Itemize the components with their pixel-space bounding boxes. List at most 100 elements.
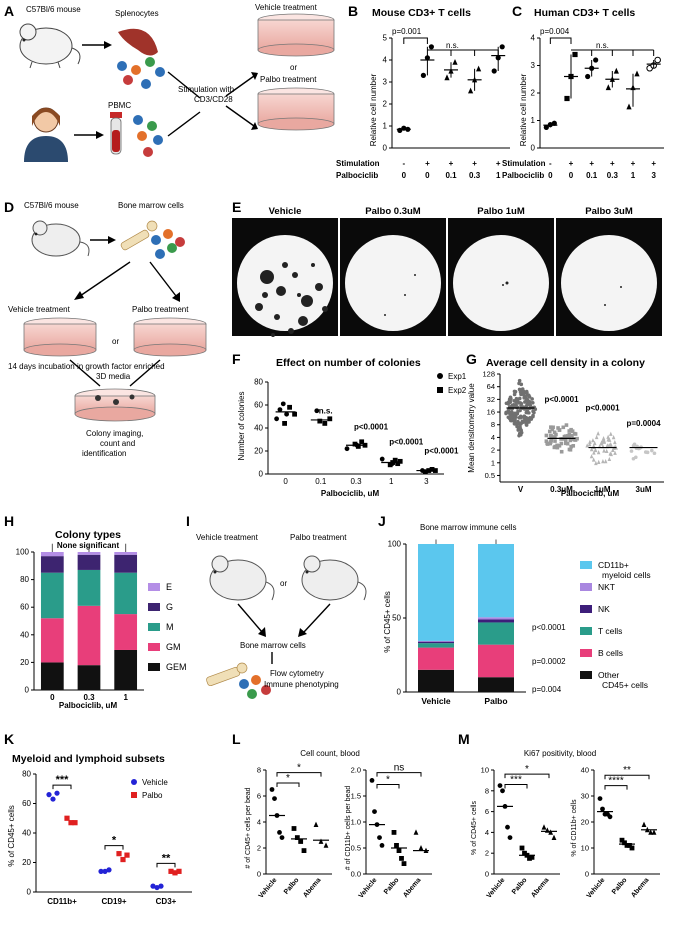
- g-point: [563, 441, 568, 446]
- m2-star-label: ****: [608, 776, 624, 787]
- d-palbo-label: Palbo treatment: [132, 305, 189, 314]
- m2-point: [624, 843, 630, 848]
- d-vehicle-label: Vehicle treatment: [8, 305, 71, 314]
- panel-i: I Vehicle treatment Palbo treatment or B…: [186, 513, 367, 699]
- k-point: [172, 870, 178, 876]
- f-ytick-label: 40: [254, 424, 263, 433]
- well-plate: [561, 235, 657, 331]
- g-point: [596, 431, 600, 436]
- panel-m-ylabel-1: % of CD45+ cells: [471, 801, 478, 855]
- j-ytick-label: 100: [388, 540, 402, 549]
- g-point: [634, 455, 638, 460]
- g-point: [515, 424, 519, 429]
- k-point: [46, 792, 52, 798]
- g-point: [559, 441, 564, 446]
- j-bar-segment: [418, 647, 454, 670]
- g-point: [652, 451, 657, 456]
- m1-bracket: [504, 784, 528, 789]
- g-ytick-label: 8: [491, 420, 495, 429]
- g-point: [544, 433, 549, 438]
- j-bar-segment: [478, 617, 514, 620]
- g-point: [513, 417, 517, 422]
- k-point: [150, 883, 156, 889]
- well-plate: [345, 235, 441, 331]
- b-ytick-label: 0: [383, 144, 388, 153]
- b-stim-value: +: [449, 159, 454, 168]
- well-title: Palbo 3uM: [585, 206, 633, 217]
- b-bracket: [403, 37, 428, 44]
- b-stim-value: +: [496, 159, 501, 168]
- b-ytick-label: 4: [383, 56, 388, 65]
- k-ytick-label: 0: [27, 888, 32, 897]
- g-point: [554, 432, 558, 437]
- b-ytick-label: 5: [383, 34, 388, 43]
- f-point: [327, 416, 333, 422]
- g-point: [514, 398, 519, 403]
- panel-l-ylabel-2: # of CD11b+ cells per bead: [345, 786, 352, 871]
- d-bone-marrow-label: Bone marrow cells: [118, 201, 184, 210]
- l2-point: [396, 848, 402, 853]
- l2-bracket: [376, 772, 422, 777]
- legend-vehicle-marker: [131, 779, 137, 785]
- g-point: [525, 390, 529, 395]
- c-palbo-value: 0: [569, 171, 574, 180]
- c-point: [564, 95, 570, 102]
- h-legend-label: GM: [166, 642, 181, 652]
- k-star-label: *: [112, 835, 117, 847]
- f-point: [352, 441, 358, 447]
- m1-point: [500, 788, 505, 794]
- colony-spot: [298, 316, 308, 326]
- g-point: [593, 447, 598, 453]
- culture-dish-icon: [257, 13, 335, 57]
- panel-g-xlabel: Palbociclib, uM: [561, 489, 620, 498]
- m1-ytick-label: 6: [485, 807, 489, 816]
- g-point: [532, 410, 536, 415]
- j-bar-segment: [418, 643, 454, 648]
- panel-j-annot-2: p=0.0002: [532, 657, 566, 666]
- g-point: [557, 443, 562, 448]
- colony-spot: [384, 314, 386, 316]
- j-legend-swatch: [580, 561, 592, 569]
- g-point: [602, 448, 606, 453]
- culture-dish-icon-2: [257, 87, 335, 131]
- g-point: [517, 378, 522, 383]
- b-point: [476, 65, 482, 72]
- g-point: [645, 450, 650, 455]
- k-xtick-label: CD11b+: [47, 897, 77, 906]
- l1-bracket: [276, 772, 322, 777]
- g-point: [519, 432, 523, 437]
- c-bracket: [549, 37, 572, 44]
- panel-label-b: B: [348, 3, 358, 19]
- g-point: [601, 439, 605, 444]
- g-point: [520, 420, 525, 425]
- spleen-icon: [118, 28, 158, 56]
- l1-xtick-label: Abema: [302, 877, 322, 899]
- j-bar-segment: [478, 622, 514, 645]
- panel-h: H Colony types None significant Palbocic…: [4, 513, 187, 710]
- colony-spot: [505, 281, 509, 285]
- g-point: [603, 458, 608, 464]
- panel-c-ylabel: Relative cell number: [519, 73, 528, 146]
- l2-point: [418, 845, 424, 851]
- g-point: [525, 416, 530, 421]
- c-stim-value: +: [610, 159, 615, 168]
- h-bar-segment-g: [77, 554, 101, 570]
- h-bar-segment-m: [77, 569, 101, 606]
- h-bar-segment-gm: [114, 614, 138, 650]
- panel-l-ylabel-1: # of CD45+ cells per bead: [245, 787, 252, 868]
- well-plate: [237, 235, 333, 331]
- m1-point: [527, 856, 532, 861]
- g-point: [606, 437, 611, 442]
- m2-point: [627, 843, 632, 848]
- m2-point: [619, 837, 625, 843]
- l2-star-label: ns: [394, 763, 405, 774]
- g-point: [562, 434, 567, 439]
- h-bar-segment-e: [77, 552, 101, 555]
- panel-m-ylabel-2: % of CD11b+ cells: [571, 799, 578, 857]
- g-point: [550, 427, 555, 432]
- colony-spot: [255, 303, 263, 311]
- colony-spot: [276, 286, 286, 296]
